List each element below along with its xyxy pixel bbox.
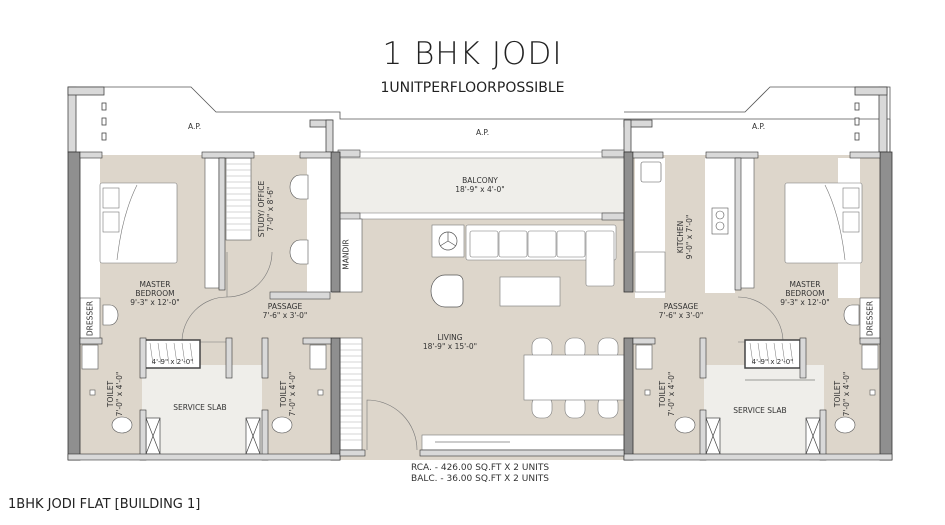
master-left-size: 9'-3" x 12'-0": [130, 298, 180, 307]
master-right-size: 9'-3" x 12'-0": [780, 298, 830, 307]
ap-outlines: [68, 86, 891, 152]
rca-area: RCA. - 426.00 SQ.FT X 2 UNITS: [410, 463, 550, 473]
bed-right: [784, 182, 863, 264]
label-kitchen: KITCHEN 9'-0" x 7'-0": [676, 197, 694, 277]
study-size: 7'-0" x 8'-6": [266, 186, 275, 232]
master-left-name2: BEDROOM: [135, 289, 175, 298]
passage-left-size: 7'-6" x 3'-0": [262, 311, 308, 320]
area-summary: RCA. - 426.00 SQ.FT X 2 UNITS BALC. - 36…: [330, 463, 630, 485]
sofa: [465, 224, 617, 287]
service-slab-left: [142, 365, 262, 460]
living-size: 18'-9" x 15'-0": [422, 342, 478, 351]
label-toilet-rl: TOILET 7'-0" x 4'-0": [658, 364, 676, 424]
toilet-rl-name: TOILET: [658, 380, 667, 408]
kitchen-name: KITCHEN: [676, 220, 685, 254]
label-dresser-right: DRESSER: [865, 300, 875, 337]
passage-right-name: PASSAGE: [663, 302, 699, 311]
master-right-name2: BEDROOM: [785, 289, 825, 298]
label-passage-left: PASSAGE 7'-6" x 3'-0": [250, 302, 320, 320]
coffee-table: [499, 276, 561, 307]
toilet-rr-name: TOILET: [833, 380, 842, 408]
kitchen-sink: [640, 161, 662, 183]
label-wardrobe-left: 4'-9" x 2'-0": [151, 358, 194, 366]
kitchen-size: 9'-0" x 7'-0": [685, 214, 694, 260]
master-left-name1: MASTER: [139, 280, 171, 289]
label-balcony: BALCONY 18'-9" x 4'-0": [430, 176, 530, 194]
label-passage-right: PASSAGE 7'-6" x 3'-0": [646, 302, 716, 320]
wardrobe-right: [744, 339, 801, 369]
label-dresser-left: DRESSER: [85, 300, 95, 337]
dining-set: [523, 337, 625, 419]
toilet-lr-name: TOILET: [279, 380, 288, 408]
toilet-ll-size: 7'-0" x 4'-0": [115, 371, 124, 417]
plan-caption: 1BHK JODI FLAT [BUILDING 1]: [8, 497, 201, 512]
entry-door: [366, 399, 418, 451]
toilet-lr-size: 7'-0" x 4'-0": [288, 371, 297, 417]
balcony-area: BALC. - 36.00 SQ.FT X 2 UNITS: [411, 474, 549, 484]
ap-left-parapet: [67, 86, 77, 153]
bed-left: [99, 182, 178, 264]
passage-left-name: PASSAGE: [267, 302, 303, 311]
label-service-right: SERVICE SLAB: [733, 406, 787, 415]
service-slab-right: [704, 365, 824, 460]
master-right-name1: MASTER: [789, 280, 821, 289]
balcony-size: 18'-9" x 4'-0": [455, 185, 505, 194]
label-ap-left: A.P.: [188, 122, 202, 131]
walls-outer: [67, 151, 893, 461]
toilet-fixtures: [81, 344, 879, 434]
walls-inner: [67, 151, 893, 461]
label-master-left: MASTER BEDROOM 9'-3" x 12'-0": [115, 280, 195, 307]
toilet-ll-name: TOILET: [106, 380, 115, 408]
toilet-rr-size: 7'-0" x 4'-0": [842, 371, 851, 417]
wardrobe-left: [144, 339, 201, 369]
ceiling-fan-box: [431, 224, 465, 258]
passage-right-size: 7'-6" x 3'-0": [658, 311, 704, 320]
toilet-rl-size: 7'-0" x 4'-0": [667, 371, 676, 417]
balcony-floor: [340, 158, 624, 213]
label-study: STUDY/ OFFICE 7'-0" x 8'-6": [257, 169, 275, 249]
armchair: [430, 274, 464, 308]
label-wardrobe-right: 4'-9" x 2'-0": [751, 358, 794, 366]
label-toilet-lr: TOILET 7'-0" x 4'-0": [279, 364, 297, 424]
balcony-name: BALCONY: [462, 176, 498, 185]
label-master-right: MASTER BEDROOM 9'-3" x 12'-0": [765, 280, 845, 307]
study-stair: [225, 157, 252, 241]
label-service-left: SERVICE SLAB: [173, 403, 227, 412]
label-toilet-rr: TOILET 7'-0" x 4'-0": [833, 364, 851, 424]
label-ap-right: A.P.: [752, 122, 766, 131]
label-toilet-ll: TOILET 7'-0" x 4'-0": [106, 364, 124, 424]
label-ap-center: A.P.: [476, 128, 490, 137]
label-mandir: MANDIR: [341, 239, 351, 270]
living-name: LIVING: [437, 333, 463, 342]
study-name: STUDY/ OFFICE: [257, 180, 266, 238]
label-living: LIVING 18'-9" x 15'-0": [410, 333, 490, 351]
plan-subtitle: 1UNITPERFLOORPOSSIBLE: [380, 80, 565, 96]
plan-title: 1 BHK JODI: [382, 36, 563, 72]
